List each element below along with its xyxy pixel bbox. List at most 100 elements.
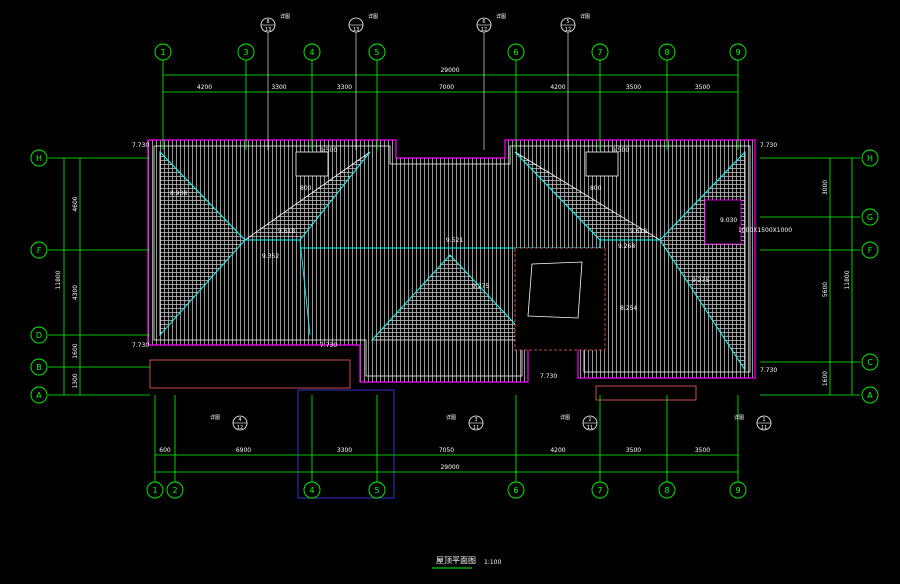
callout-label-top: 详图 — [496, 13, 506, 20]
axis-label-top: 8 — [664, 48, 669, 57]
axis-bubble-right — [861, 353, 879, 371]
callout-label-bottom: 详图 — [210, 414, 220, 421]
dim-top: 3500 — [626, 84, 641, 91]
elevation-label: 9.500 — [612, 147, 629, 154]
elevation-label: 7.730 — [320, 342, 337, 349]
axis-bubble-top — [303, 43, 321, 61]
dim-left: 1600 — [72, 343, 79, 358]
axis-bubble-bottom — [368, 481, 386, 499]
axis-label-bottom: 5 — [374, 486, 379, 495]
dim-bottom: 7050 — [439, 447, 454, 454]
dim-left: 1300 — [72, 373, 79, 388]
axis-bubble-right — [861, 149, 879, 167]
dim-top: 3300 — [337, 84, 352, 91]
dim-bottom-total: 29000 — [440, 464, 459, 471]
callout-den-bottom: 11 — [473, 425, 479, 431]
dim-left-total: 11800 — [55, 270, 62, 289]
callout-label-top: 详图 — [368, 13, 378, 20]
drawing-scale: 1:100 — [484, 559, 501, 566]
axis-label-bottom: 8 — [664, 486, 669, 495]
wall-line — [153, 145, 751, 377]
axis-bubble-top — [729, 43, 747, 61]
axis-label-bottom: 1 — [152, 486, 157, 495]
elevation-label: 9.618 — [630, 228, 647, 235]
dim-bottom: 600 — [159, 447, 171, 454]
elevation-label: 8.938 — [170, 190, 187, 197]
roof-body — [147, 139, 756, 383]
callout-label-bottom: 详图 — [734, 414, 744, 421]
dim-right: 5600 — [822, 282, 829, 297]
axis-label-bottom: 9 — [735, 486, 740, 495]
dim-bottom: 6900 — [236, 447, 251, 454]
axis-bubble-right — [861, 208, 879, 226]
axis-bubble-bottom — [146, 481, 164, 499]
dim-top: 4200 — [197, 84, 212, 91]
axis-label-left: A — [36, 391, 42, 400]
elevation-label: 7.730 — [760, 367, 777, 374]
axis-bubble-bottom — [591, 481, 609, 499]
axis-label-right: G — [867, 213, 873, 222]
axis-bubble-left — [30, 386, 48, 404]
axis-label-bottom: 2 — [172, 486, 177, 495]
callout-den-top: 12 — [481, 27, 487, 33]
axis-label-top: 3 — [243, 48, 248, 57]
callout-num-top: 5 — [566, 19, 569, 25]
axis-label-top: 4 — [309, 48, 314, 57]
axis-bubble-left — [30, 326, 48, 344]
callout-num-top: 6 — [482, 19, 485, 25]
elevation-label: 8.254 — [620, 305, 637, 312]
axis-label-top: 5 — [374, 48, 379, 57]
callout-den-bottom: 12 — [237, 425, 243, 431]
axis-bubble-left — [30, 241, 48, 259]
axis-bubble-left — [30, 358, 48, 376]
axis-bubble-top — [658, 43, 676, 61]
elevation-label: 7.730 — [132, 342, 149, 349]
callout-num-bottom: 4 — [238, 417, 241, 423]
dim-right: 1600 — [822, 371, 829, 386]
callout-den-top: 12 — [565, 27, 571, 33]
elevation-label: 9.275 — [692, 277, 709, 284]
axis-bubble-right — [861, 241, 879, 259]
window-note: 1000X1500X1000 — [738, 227, 792, 234]
dim-bottom: 3300 — [337, 447, 352, 454]
elevation-label: 9.268 — [618, 243, 635, 250]
axis-bubble-bottom — [658, 481, 676, 499]
callout-den-top: 13 — [265, 27, 271, 33]
skylight-left — [295, 151, 329, 177]
elevation-label: 9.500 — [320, 147, 337, 154]
dim-top: 3300 — [271, 84, 286, 91]
axis-bubble-bottom — [729, 481, 747, 499]
callout-den-top: 13 — [353, 27, 359, 33]
drawing-title: 屋顶平面图 — [436, 556, 476, 565]
callout-den-bottom: 11 — [761, 425, 767, 431]
dormer-right — [704, 199, 742, 245]
dim-top: 4200 — [550, 84, 565, 91]
axis-label-top: 1 — [160, 48, 165, 57]
elevation-label: 9.275 — [472, 283, 489, 290]
axis-bubble-top — [237, 43, 255, 61]
terrace-lower — [149, 359, 697, 499]
elevation-label: 9.030 — [720, 217, 737, 224]
courtyard-void — [527, 261, 583, 319]
axis-label-right: A — [867, 391, 873, 400]
dimension-lines: 29000 4200 3300 3300 7000 4200 3500 3500 29000 60… — [55, 67, 853, 473]
axis-label-top: 9 — [735, 48, 740, 57]
dim-right: 3000 — [822, 180, 829, 195]
axis-bubble-bottom — [166, 481, 184, 499]
dim-top: 7000 — [439, 84, 454, 91]
elevation-label: 9.521 — [446, 237, 463, 244]
skylight-right — [585, 151, 619, 177]
dim-bottom: 3500 — [695, 447, 710, 454]
axis-label-left: B — [36, 363, 42, 372]
elevation-label: 7.730 — [540, 373, 557, 380]
dim-top-total: 29000 — [440, 67, 459, 74]
callout-label-bottom: 详图 — [560, 414, 570, 421]
dim-bottom: 3500 — [626, 447, 641, 454]
axis-label-left: D — [36, 331, 42, 340]
callout-num-bottom: 3 — [474, 417, 477, 423]
